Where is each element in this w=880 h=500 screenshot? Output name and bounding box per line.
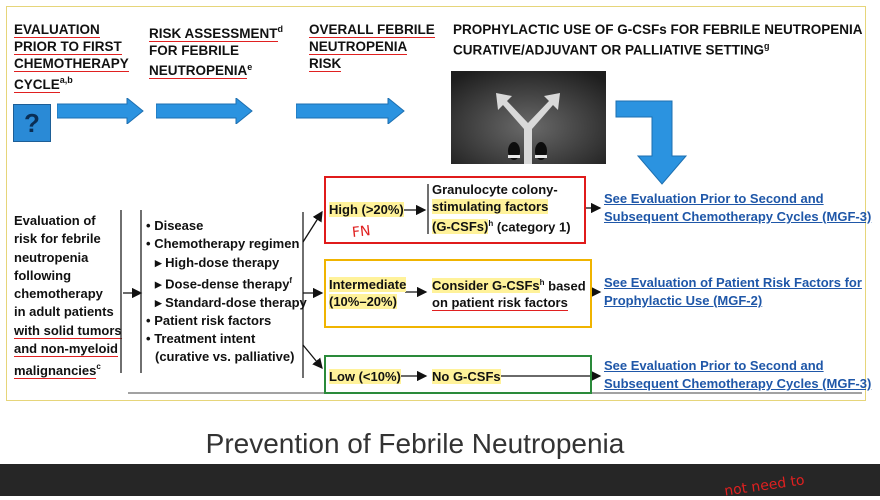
low-risk-label: Low (<10%): [329, 368, 401, 385]
link-line[interactable]: Subsequent Chemotherapy Cycles (MGF-3): [604, 376, 872, 391]
list-item-text: Disease: [154, 218, 204, 233]
question-icon: ?: [13, 104, 51, 142]
list-item: (curative vs. palliative): [146, 348, 307, 366]
list-item: • Patient risk factors: [146, 312, 307, 330]
recommendation-line: on patient risk factors: [432, 295, 568, 312]
right-arrow-icon: [156, 98, 253, 124]
high-risk-box: [324, 176, 586, 244]
header-line: PROPHYLACTIC USE OF G-CSFs FOR FEBRILE N…: [453, 22, 863, 37]
low-risk-box: [324, 355, 592, 394]
link-line[interactable]: Prophylactic Use (MGF-2): [604, 293, 763, 308]
right-arrow-icon: [57, 98, 144, 124]
link-line[interactable]: See Evaluation Prior to Second and: [604, 358, 824, 373]
slide-title: Prevention of Febrile Neutropenia: [205, 428, 625, 459]
list-item-text: (curative vs. palliative): [155, 349, 295, 365]
evaluation-line: in adult patients: [14, 304, 114, 320]
list-item-text: Standard-dose therapy: [165, 294, 307, 310]
recommendation-line: Consider G-CSFs: [432, 278, 540, 294]
high-risk-recommendation: Granulocyte colony- stimulating factors …: [432, 181, 571, 235]
bullet: •: [146, 331, 151, 347]
header-line: RISK: [309, 56, 342, 72]
bullet: •: [146, 236, 151, 252]
footnote-marker: c: [96, 362, 101, 372]
recommendation-line: Granulocyte colony-: [432, 182, 558, 197]
evaluation-line: and non-myeloid: [14, 341, 118, 358]
header-line: OVERALL FEBRILE: [309, 22, 435, 38]
list-item-text: High-dose therapy: [165, 254, 280, 270]
bullet: ▸: [155, 254, 162, 270]
handwritten-fn-annotation: FN: [351, 223, 372, 241]
list-item: ▸ Standard-dose therapy: [146, 294, 307, 312]
risk-factor-list: • Disease • Chemotherapy regimen ▸ High-…: [146, 217, 307, 367]
risk-label-text: (10%–20%): [329, 294, 397, 309]
header-risk-assessment: RISK ASSESSMENTd FOR FEBRILE NEUTROPENIA…: [149, 21, 283, 79]
crossroads-photo: [451, 71, 606, 164]
link-evaluation-mgf3-high[interactable]: See Evaluation Prior to Second and Subse…: [604, 190, 871, 226]
low-risk-recommendation: No G-CSFs: [432, 368, 501, 385]
list-item-text: Chemotherapy regimen: [154, 236, 300, 252]
list-item-text: Treatment intent: [154, 331, 256, 347]
list-item: • Treatment intent: [146, 330, 307, 348]
header-line: NEUTROPENIA: [309, 39, 408, 55]
bottom-bar: [0, 464, 880, 496]
header-line: RISK ASSESSMENT: [149, 25, 278, 42]
right-arrow-icon: [296, 98, 405, 124]
recommendation-line: (G-CSFs): [432, 219, 489, 235]
header-line: PRIOR TO FIRST: [14, 39, 122, 55]
footnote-marker: d: [277, 24, 284, 34]
list-item-text: Patient risk factors: [154, 312, 272, 328]
header-overall-risk: OVERALL FEBRILE NEUTROPENIA RISK: [309, 21, 435, 72]
link-line[interactable]: See Evaluation Prior to Second and: [604, 191, 824, 206]
risk-label-text: Intermediate: [329, 277, 407, 292]
risk-label-text: High (>20%): [329, 202, 404, 217]
evaluation-line: neutropenia: [14, 249, 89, 265]
intermediate-risk-box: [324, 259, 592, 328]
evaluation-line: malignancies: [14, 362, 97, 379]
bullet: ▸: [155, 276, 162, 292]
risk-label-text: Low (<10%): [329, 369, 401, 384]
header-line: CYCLE: [14, 76, 60, 93]
evaluation-line: Evaluation of: [14, 213, 96, 228]
list-item-text: Dose-dense therapy: [165, 276, 290, 292]
header-line: CURATIVE/ADJUVANT OR PALLIATIVE SETTING: [453, 42, 765, 58]
evaluation-line: chemotherapy: [14, 286, 103, 302]
footnote-marker: h: [539, 278, 545, 287]
footnote-marker: a,b: [59, 75, 73, 85]
footnote-marker: g: [764, 41, 770, 51]
evaluation-text: Evaluation of risk for febrile neutropen…: [14, 212, 124, 380]
list-item: ▸ High-dose therapy: [146, 254, 307, 272]
evaluation-line: following: [14, 267, 72, 283]
intermediate-risk-recommendation: Consider G-CSFsh based on patient risk f…: [432, 274, 586, 312]
header-line: NEUTROPENIA: [149, 63, 248, 79]
header-prophylactic-use: PROPHYLACTIC USE OF G-CSFs FOR FEBRILE N…: [453, 21, 863, 59]
header-line: EVALUATION: [14, 22, 100, 38]
header-line: FOR FEBRILE: [149, 42, 239, 58]
recommendation-line: No G-CSFs: [432, 369, 501, 384]
recommendation-line: (category 1): [493, 219, 571, 235]
intermediate-risk-label: Intermediate (10%–20%): [329, 276, 407, 310]
bullet: •: [146, 218, 151, 233]
evaluation-line: with solid tumors: [14, 322, 122, 339]
bullet: •: [146, 312, 151, 328]
link-evaluation-mgf3-low[interactable]: See Evaluation Prior to Second and Subse…: [604, 357, 871, 393]
footnote-marker: f: [289, 275, 293, 285]
footnote-marker: e: [247, 61, 253, 72]
bent-arrow-icon: [615, 100, 688, 185]
recommendation-line: based: [544, 278, 586, 294]
evaluation-line: risk for febrile: [14, 231, 101, 247]
link-line[interactable]: See Evaluation of Patient Risk Factors f…: [604, 275, 862, 290]
recommendation-line: stimulating factors: [432, 199, 549, 214]
list-item: • Chemotherapy regimen: [146, 235, 307, 253]
link-line[interactable]: Subsequent Chemotherapy Cycles (MGF-3): [604, 209, 872, 224]
bullet: ▸: [155, 294, 162, 310]
link-patient-risk-factors-mgf2[interactable]: See Evaluation of Patient Risk Factors f…: [604, 274, 862, 310]
footnote-marker: h: [488, 219, 494, 228]
list-item: ▸ Dose-dense therapyf: [146, 272, 307, 294]
header-line: CHEMOTHERAPY: [14, 56, 129, 72]
header-evaluation: EVALUATION PRIOR TO FIRST CHEMOTHERAPY C…: [14, 21, 129, 93]
high-risk-label: High (>20%): [329, 201, 404, 218]
question-glyph: ?: [24, 107, 40, 138]
list-item: • Disease: [146, 217, 307, 235]
